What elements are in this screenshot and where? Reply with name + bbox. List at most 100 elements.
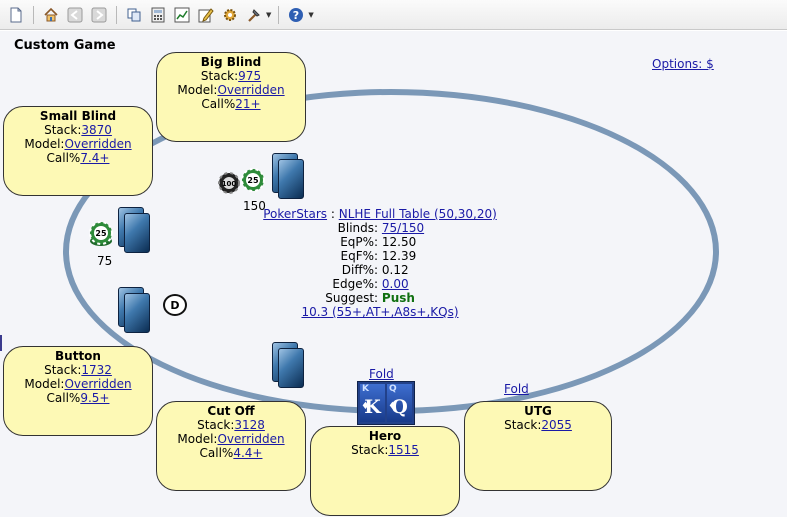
card-back xyxy=(124,293,150,333)
stack-value[interactable]: 2055 xyxy=(541,418,572,432)
model-label: Model: xyxy=(24,137,65,151)
chevron-down-icon[interactable]: ▼ xyxy=(308,10,314,19)
card-back xyxy=(124,213,150,253)
edit-icon[interactable] xyxy=(196,5,216,25)
card-rank: Q xyxy=(391,396,408,418)
toolbar-separator xyxy=(33,5,34,24)
diamond-suit-icon: ♦ xyxy=(388,401,397,412)
card-corner-rank: Q xyxy=(389,384,397,394)
chip-25-label: 25 xyxy=(247,176,259,185)
stack-value[interactable]: 975 xyxy=(238,69,262,83)
suggest-value: Push xyxy=(381,291,415,305)
toolbar-separator xyxy=(278,5,280,24)
seat-big-blind[interactable]: Big Blind Stack:975 Model:Overridden Cal… xyxy=(156,52,306,142)
model-label: Model: xyxy=(177,83,218,97)
stack-value[interactable]: 3870 xyxy=(81,123,112,137)
call-label: Call% xyxy=(201,97,236,111)
info-row-eqf: EqF%: 12.39 xyxy=(230,249,530,263)
new-document-icon[interactable] xyxy=(6,5,26,25)
info-value: 12.50 xyxy=(381,235,417,249)
call-value[interactable]: 9.5+ xyxy=(80,391,110,405)
chip-100-icon: 100 xyxy=(218,172,240,194)
big-blind-bet-amount: 150 xyxy=(243,199,266,213)
info-value: 12.39 xyxy=(381,249,417,263)
seat-name: Hero xyxy=(368,429,402,443)
help-icon[interactable]: ? xyxy=(286,5,306,25)
call-label: Call% xyxy=(46,151,81,165)
chip-100-label: 100 xyxy=(222,180,237,188)
seat-name: Cut Off xyxy=(207,404,255,418)
hero-hole-cards: K ♦ K Q ♦ Q xyxy=(357,381,415,425)
seat-hero[interactable]: Hero Stack:1515 xyxy=(310,426,460,516)
game-link[interactable]: NLHE Full Table (50,30,20) xyxy=(338,207,497,221)
seat-name: Button xyxy=(55,349,101,363)
info-row-blinds: Blinds: 75/150 xyxy=(230,221,530,235)
card-corner-rank: K xyxy=(362,384,369,394)
model-value[interactable]: Overridden xyxy=(64,377,132,391)
toolbar: ▼ ? ▼ xyxy=(0,0,787,30)
chip-25-icon: 25 xyxy=(89,221,113,246)
calculator-icon[interactable] xyxy=(148,5,168,25)
cut-off-cards xyxy=(272,342,312,392)
seat-button[interactable]: Button Stack:1732 Model:Overridden Call%… xyxy=(3,346,153,436)
chevron-down-icon[interactable]: ▼ xyxy=(266,10,272,19)
info-key: EqF%: xyxy=(340,249,379,263)
stack-label: Stack: xyxy=(197,418,235,432)
seat-name: UTG xyxy=(524,404,552,418)
home-icon[interactable] xyxy=(41,5,61,25)
forward-icon[interactable] xyxy=(89,5,109,25)
utg-fold-link[interactable]: Fold xyxy=(504,382,529,396)
blinds-link[interactable]: 75/150 xyxy=(381,221,425,235)
model-value[interactable]: Overridden xyxy=(217,432,285,446)
site-game-line: PokerStars : NLHE Full Table (50,30,20) xyxy=(230,207,530,221)
info-row-diff: Diff%: 0.12 xyxy=(230,263,530,277)
back-icon[interactable] xyxy=(65,5,85,25)
call-value[interactable]: 21+ xyxy=(235,97,261,111)
settings-icon[interactable] xyxy=(220,5,240,25)
site-separator: : xyxy=(327,207,339,221)
diamond-suit-icon: ♦ xyxy=(361,401,370,412)
info-row-suggest: Suggest: Push xyxy=(230,291,530,305)
small-blind-bet-amount: 75 xyxy=(97,254,113,268)
info-row-eqp: EqP%: 12.50 xyxy=(230,235,530,249)
page-title: Custom Game xyxy=(14,38,116,53)
hand-analysis: PokerStars : NLHE Full Table (50,30,20) … xyxy=(230,207,530,319)
options-link[interactable]: Options: $ xyxy=(652,57,714,71)
edge-link[interactable]: 0.00 xyxy=(381,277,409,291)
model-label: Model: xyxy=(177,432,218,446)
copy-icon[interactable] xyxy=(124,5,144,25)
model-value[interactable]: Overridden xyxy=(64,137,132,151)
seat-cut-off[interactable]: Cut Off Stack:3128 Model:Overridden Call… xyxy=(156,401,306,491)
stack-value[interactable]: 1515 xyxy=(388,443,419,457)
left-edge-marker xyxy=(0,335,2,351)
card-back xyxy=(278,348,304,388)
call-value[interactable]: 7.4+ xyxy=(80,151,110,165)
range-line: 10.3 (55+,AT+,A8s+,KQs) xyxy=(230,305,530,319)
chart-icon[interactable] xyxy=(172,5,192,25)
seat-small-blind[interactable]: Small Blind Stack:3870 Model:Overridden … xyxy=(3,106,153,196)
card-rank: K xyxy=(364,396,381,418)
stack-value[interactable]: 3128 xyxy=(234,418,265,432)
chip-25-label: 25 xyxy=(95,229,107,238)
stack-value[interactable]: 1732 xyxy=(81,363,112,377)
stack-label: Stack: xyxy=(351,443,389,457)
hole-card-queen: Q ♦ Q xyxy=(387,384,412,422)
card-back xyxy=(278,159,304,199)
small-blind-cards xyxy=(118,207,158,257)
info-key: Edge%: xyxy=(332,277,379,291)
hero-fold-link[interactable]: Fold xyxy=(369,367,394,381)
chip-25-icon: 25 xyxy=(241,168,265,192)
site-link[interactable]: PokerStars xyxy=(263,207,328,221)
svg-text:?: ? xyxy=(293,9,299,22)
info-key: EqP%: xyxy=(340,235,379,249)
stack-label: Stack: xyxy=(200,69,239,83)
call-value[interactable]: 4.4+ xyxy=(233,446,263,460)
call-label: Call% xyxy=(46,391,81,405)
model-value[interactable]: Overridden xyxy=(217,83,285,97)
big-blind-cards xyxy=(272,153,312,203)
tools-icon[interactable] xyxy=(244,5,264,25)
seat-utg[interactable]: UTG Stack:2055 xyxy=(464,401,612,491)
range-link[interactable]: 10.3 (55+,AT+,A8s+,KQs) xyxy=(301,305,459,319)
info-key: Diff%: xyxy=(341,263,379,277)
seat-name: Small Blind xyxy=(39,109,117,123)
